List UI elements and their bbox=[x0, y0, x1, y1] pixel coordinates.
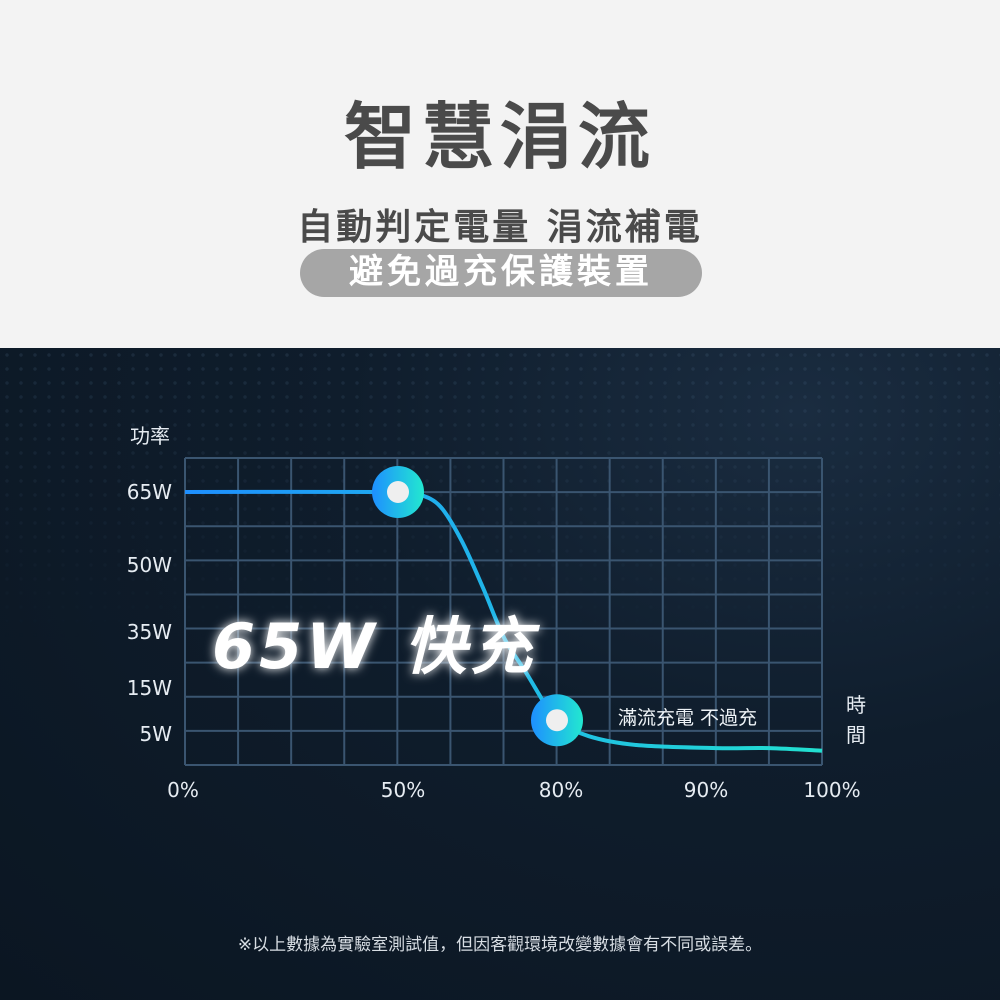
x-axis-label-1: 時 bbox=[846, 693, 866, 717]
y-axis-label: 功率 bbox=[130, 424, 170, 448]
disclaimer: ※以上數據為實驗室測試值，但因客觀環境改變數據會有不同或誤差。 bbox=[237, 935, 763, 955]
trickle-annotation: 滿流充電 不過充 bbox=[618, 707, 757, 729]
chart-panel bbox=[0, 348, 1000, 1000]
y-tick-label: 5W bbox=[140, 722, 173, 746]
x-tick-label: 50% bbox=[381, 778, 425, 802]
y-tick-label: 65W bbox=[127, 480, 172, 504]
x-axis-label-2: 間 bbox=[846, 723, 866, 747]
fast-charge-annotation: 65W 快充 bbox=[212, 610, 540, 683]
y-tick-label: 35W bbox=[127, 620, 172, 644]
x-tick-label: 80% bbox=[539, 778, 583, 802]
y-tick-label: 15W bbox=[127, 676, 172, 700]
x-tick-label: 90% bbox=[684, 778, 728, 802]
feature-pill: 避免過充保護裝置 bbox=[300, 249, 702, 297]
dot-texture bbox=[0, 348, 1000, 648]
marker-dot bbox=[546, 709, 568, 732]
x-tick-label: 0% bbox=[167, 778, 199, 802]
x-tick-label: 100% bbox=[803, 778, 860, 802]
y-tick-label: 50W bbox=[127, 553, 172, 577]
page-title: 智慧涓流 bbox=[343, 94, 656, 179]
subtitle: 自動判定電量 涓流補電 bbox=[297, 206, 703, 248]
marker-dot bbox=[387, 481, 409, 503]
